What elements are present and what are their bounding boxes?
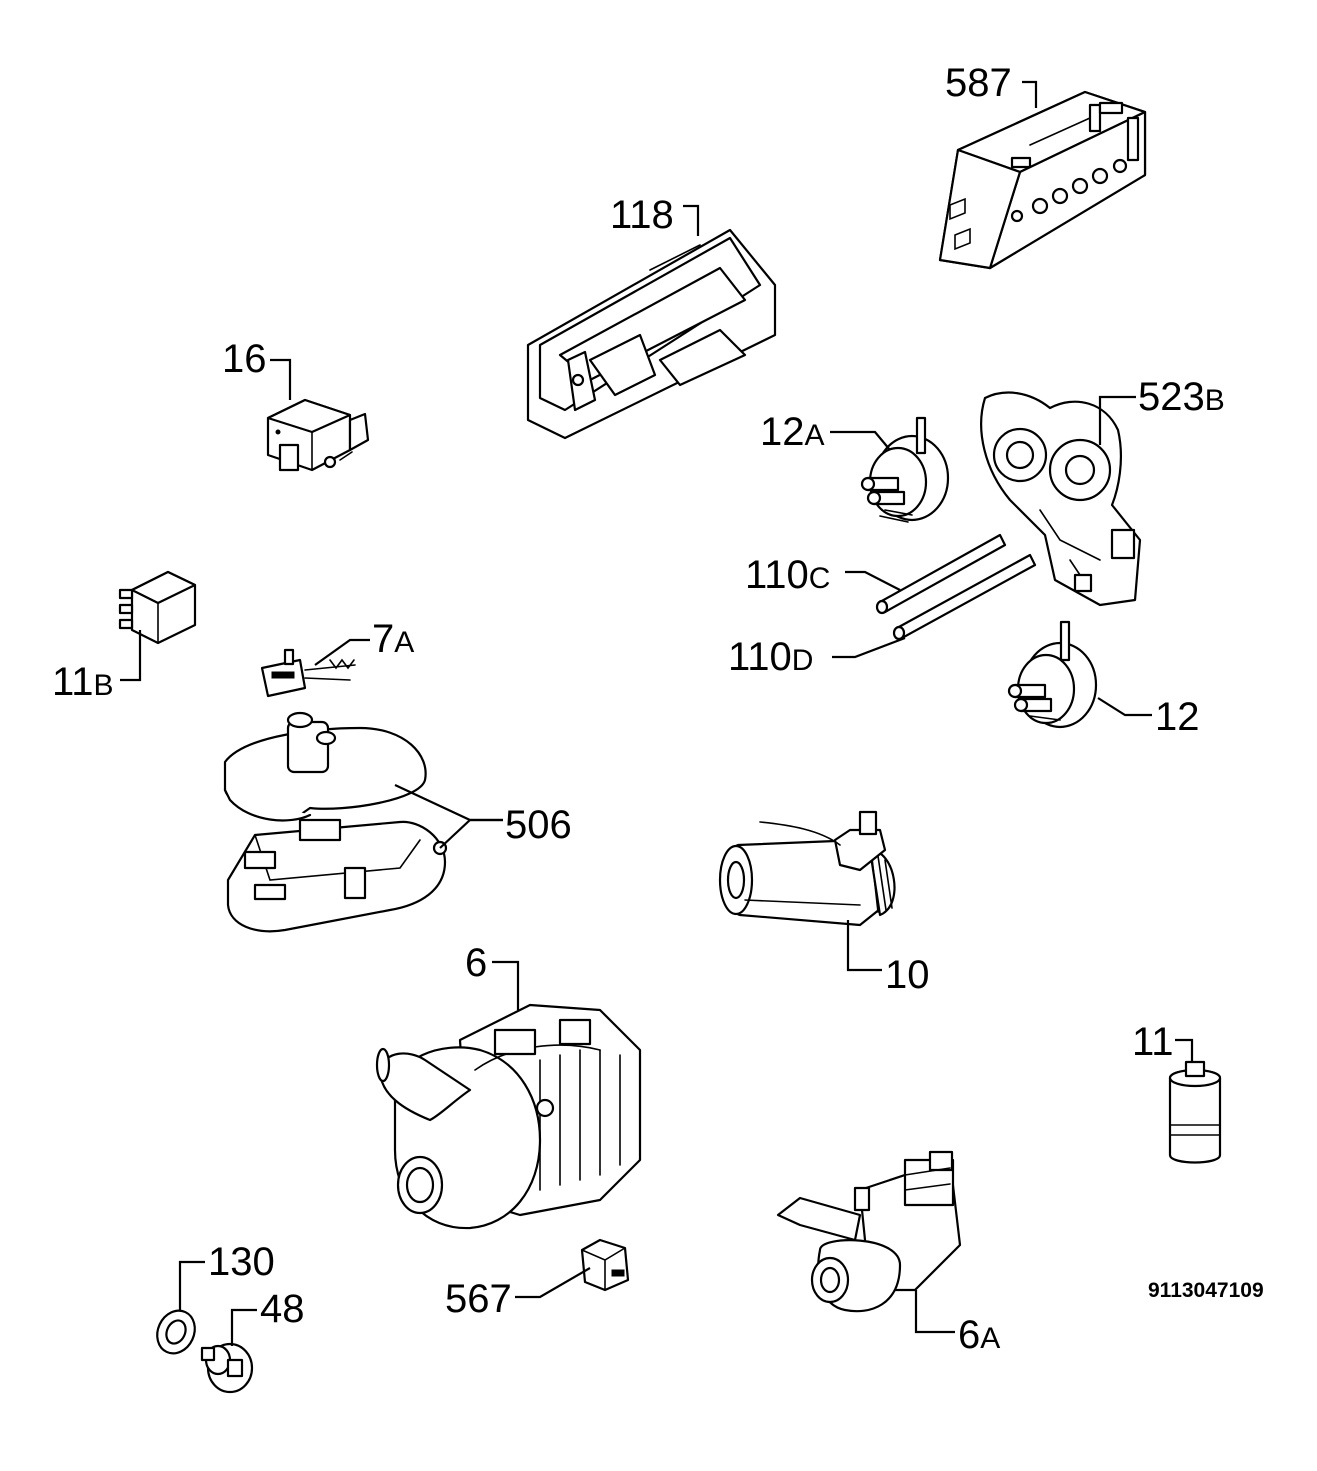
svg-text:506: 506	[505, 803, 572, 847]
label-130: 130	[178, 1240, 275, 1310]
part-10-heater[interactable]	[718, 810, 896, 927]
label-12: 12	[1097, 695, 1200, 739]
svg-text:12: 12	[1155, 695, 1200, 739]
part-6-circulation-pump-motor[interactable]	[375, 1003, 642, 1230]
label-110d: 110D	[728, 635, 906, 679]
label-110c: 110C	[745, 553, 901, 597]
label-6a: 6A	[914, 1290, 1000, 1357]
svg-text:6A: 6A	[958, 1313, 1000, 1357]
label-11b: 11B	[52, 630, 142, 704]
label-48: 48	[230, 1287, 305, 1346]
svg-text:110D: 110D	[728, 635, 813, 679]
label-10: 10	[846, 920, 930, 997]
svg-text:587: 587	[945, 61, 1012, 105]
svg-text:130: 130	[208, 1240, 275, 1284]
svg-text:11: 11	[1132, 1020, 1174, 1064]
svg-text:6: 6	[465, 941, 487, 985]
label-16: 16	[222, 337, 292, 400]
part-12a-pressure-switch[interactable]	[860, 416, 950, 523]
svg-text:11B: 11B	[52, 660, 114, 704]
part-523b-water-distributor[interactable]	[980, 391, 1142, 607]
svg-text:10: 10	[885, 953, 930, 997]
svg-text:7A: 7A	[372, 617, 414, 661]
part-110d-tube[interactable]	[892, 553, 1037, 641]
part-7a-float-switch[interactable]	[260, 648, 356, 698]
label-11: 11	[1132, 1020, 1194, 1064]
svg-text:48: 48	[260, 1287, 305, 1331]
part-118-detergent-dispenser[interactable]	[526, 228, 777, 440]
svg-text:567: 567	[445, 1277, 512, 1321]
svg-text:12A: 12A	[760, 410, 825, 454]
part-506-float-housing-top[interactable]	[223, 711, 427, 822]
svg-text:110C: 110C	[745, 553, 830, 597]
label-506: 506	[394, 784, 572, 849]
label-12a: 12A	[760, 410, 891, 454]
part-16-door-switch[interactable]	[266, 398, 370, 472]
part-587-control-module[interactable]	[938, 90, 1147, 270]
label-6: 6	[465, 941, 520, 1010]
part-130-seal-ring[interactable]	[150, 1304, 201, 1359]
label-567: 567	[445, 1267, 591, 1321]
part-506-float-housing-base[interactable]	[226, 818, 448, 933]
svg-text:118: 118	[610, 193, 674, 237]
svg-text:16: 16	[222, 337, 267, 381]
label-7a: 7A	[314, 617, 414, 666]
label-523b: 523B	[1098, 375, 1225, 445]
part-12-pressure-switch[interactable]	[1007, 620, 1098, 729]
label-118: 118	[610, 193, 700, 237]
part-567-clip[interactable]	[580, 1238, 630, 1292]
document-number: 9113047109	[1148, 1279, 1264, 1302]
part-48-plug[interactable]	[200, 1342, 254, 1394]
label-587: 587	[945, 61, 1038, 108]
part-6a-drain-pump[interactable]	[776, 1150, 962, 1313]
part-11b-relay[interactable]	[118, 570, 197, 645]
part-11-capacitor[interactable]	[1168, 1060, 1222, 1164]
svg-text:523B: 523B	[1138, 375, 1225, 419]
part-110c-tube[interactable]	[875, 533, 1007, 615]
